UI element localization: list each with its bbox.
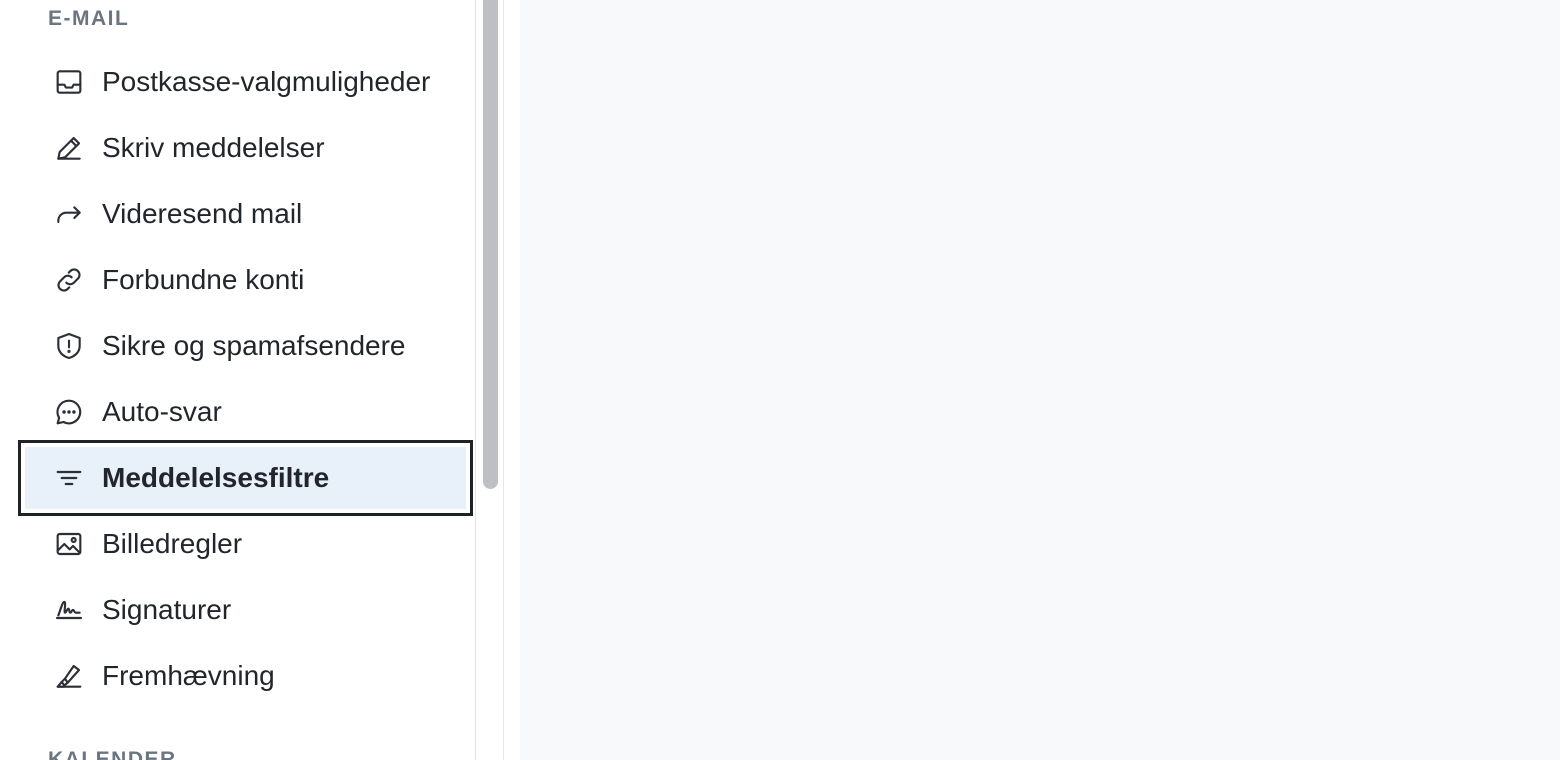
sidebar-item-label: Skriv meddelelser xyxy=(102,132,325,163)
sidebar-item-label: Postkasse-valgmuligheder xyxy=(102,66,431,97)
link-icon xyxy=(52,263,86,297)
sidebar-scrollbar-thumb[interactable] xyxy=(483,0,498,489)
sidebar-item-label: Auto-svar xyxy=(102,396,222,427)
sidebar-item-label: Videresend mail xyxy=(102,198,303,229)
sidebar-item-mailbox-options[interactable]: Postkasse-valgmuligheder xyxy=(18,49,473,115)
sidebar-item-label: Meddelelsesfiltre xyxy=(102,462,330,493)
inbox-icon xyxy=(52,65,86,99)
highlighter-icon xyxy=(52,659,86,693)
sidebar-item-compose[interactable]: Skriv meddelelser xyxy=(18,115,473,181)
sidebar-item-connected-accounts[interactable]: Forbundne konti xyxy=(18,247,473,313)
sidebar-item-label: Fremhævning xyxy=(102,660,275,691)
sidebar-item-highlighting[interactable]: Fremhævning xyxy=(18,643,473,709)
sidebar-item-forward-mail[interactable]: Videresend mail xyxy=(18,181,473,247)
pencil-icon xyxy=(52,131,86,165)
sidebar-item-safe-spam-senders[interactable]: Sikre og spamafsendere xyxy=(18,313,473,379)
forward-arrow-icon xyxy=(52,197,86,231)
settings-sidebar: E-MAIL Postkasse-valgmuligheder Skriv me… xyxy=(0,0,476,760)
section-heading-calendar: KALENDER xyxy=(48,748,177,760)
sidebar-item-image-rules[interactable]: Billedregler xyxy=(18,511,473,577)
chat-bubble-icon xyxy=(52,395,86,429)
settings-content-panel xyxy=(520,0,1560,760)
divider xyxy=(504,0,520,760)
sidebar-item-label: Forbundne konti xyxy=(102,264,305,295)
sidebar-item-signatures[interactable]: Signaturer xyxy=(18,577,473,643)
image-icon xyxy=(52,527,86,561)
section-heading-email: E-MAIL xyxy=(48,7,130,30)
selected-highlight xyxy=(25,447,466,509)
sidebar-item-label: Sikre og spamafsendere xyxy=(102,330,406,361)
sidebar-item-message-filters[interactable]: Meddelelsesfiltre xyxy=(18,440,473,516)
sidebar-item-auto-reply[interactable]: Auto-svar xyxy=(18,379,473,445)
sidebar-item-label: Signaturer xyxy=(102,594,232,625)
filter-icon xyxy=(52,461,86,495)
shield-alert-icon xyxy=(52,329,86,363)
signature-icon xyxy=(52,593,86,627)
sidebar-item-label: Billedregler xyxy=(102,528,243,559)
email-settings-nav: Postkasse-valgmuligheder Skriv meddelels… xyxy=(18,49,473,709)
